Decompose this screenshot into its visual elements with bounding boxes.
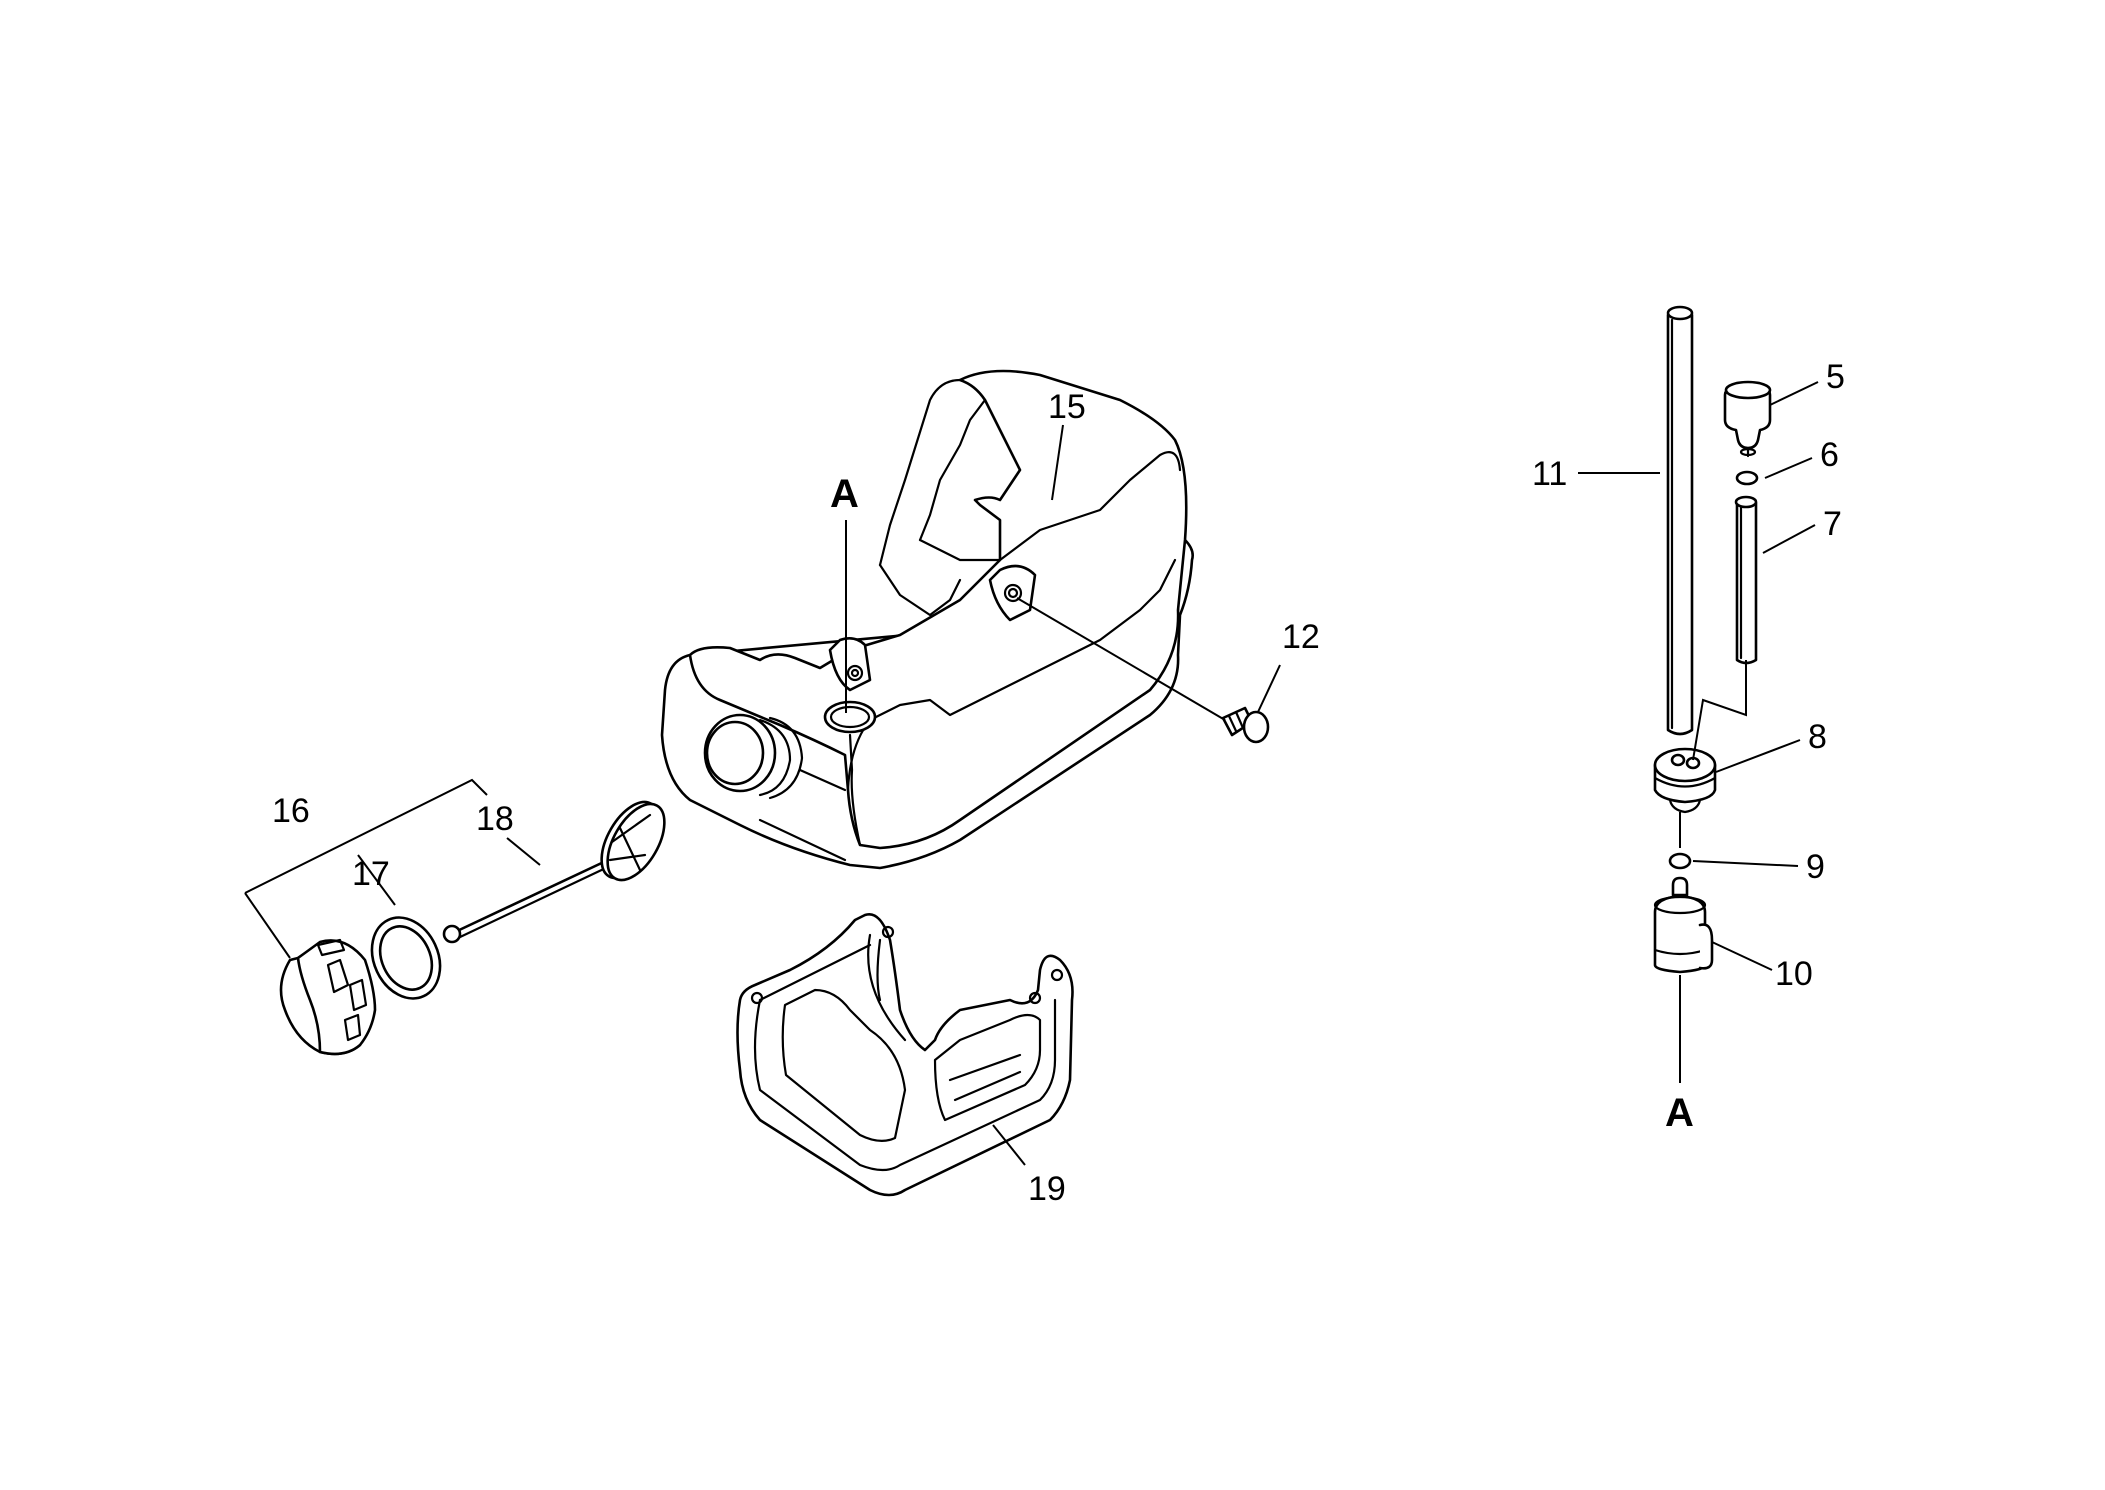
- callout-labels: 5 6 7 8 9 10 11 12 15 16 17 18 19: [272, 358, 1845, 1208]
- callout-17: 17: [352, 855, 390, 893]
- callout-18: 18: [476, 800, 514, 838]
- o-ring-part-6: [1735, 470, 1759, 486]
- filler-neck: [703, 713, 804, 800]
- fuel-cap-part-16: [279, 938, 377, 1056]
- callout-19: 19: [1028, 1170, 1066, 1208]
- callout-8: 8: [1808, 718, 1827, 756]
- leader-12: [1257, 664, 1281, 713]
- leader-16-bracket: [244, 778, 488, 894]
- callout-7: 7: [1823, 505, 1842, 543]
- filter-part-18: [442, 800, 666, 944]
- callout-12: 12: [1282, 618, 1320, 656]
- callout-9: 9: [1806, 848, 1825, 886]
- ref-a-line: A: [1665, 1091, 1694, 1135]
- callout-16: 16: [272, 792, 310, 830]
- leader-10: [1711, 941, 1773, 971]
- callout-11: 11: [1532, 455, 1567, 493]
- leader-19: [992, 1124, 1026, 1166]
- fuel-line-part-11: [1666, 305, 1694, 736]
- tube-part-7: [1734, 495, 1758, 665]
- leader-15: [1051, 424, 1064, 501]
- leader-12-to-tank: [1016, 597, 1226, 721]
- leader-7: [1762, 524, 1816, 554]
- callout-15: 15: [1048, 388, 1086, 426]
- leader-6: [1764, 457, 1813, 479]
- o-ring-part-9: [1668, 852, 1692, 870]
- grommet-part-8: [1653, 747, 1717, 814]
- callout-10: 10: [1775, 955, 1813, 993]
- callout-5: 5: [1826, 358, 1845, 396]
- leader-lines: [244, 381, 1819, 1166]
- leader-18: [506, 837, 541, 866]
- bolt-part-12: [1221, 706, 1270, 744]
- reference-markers: A A: [830, 472, 1694, 1135]
- leader-9: [1692, 860, 1799, 867]
- ref-a-tank: A: [830, 472, 859, 516]
- leader-16-cap: [244, 892, 291, 959]
- fuel-filter-part-10: [1653, 876, 1714, 974]
- mount-bracket-rear: [988, 564, 1037, 622]
- tank-port: [823, 700, 877, 734]
- callout-6: 6: [1820, 436, 1839, 474]
- filter-part-5: [1723, 380, 1772, 458]
- gasket-part-17: [370, 916, 442, 1000]
- leader-8: [1715, 739, 1801, 773]
- leader-17: [357, 854, 396, 906]
- leader-5: [1769, 381, 1819, 406]
- guard-part-19: [736, 913, 1074, 1197]
- fuel-tank-part-15: [660, 369, 1194, 870]
- tube-routing-line: [1692, 660, 1747, 761]
